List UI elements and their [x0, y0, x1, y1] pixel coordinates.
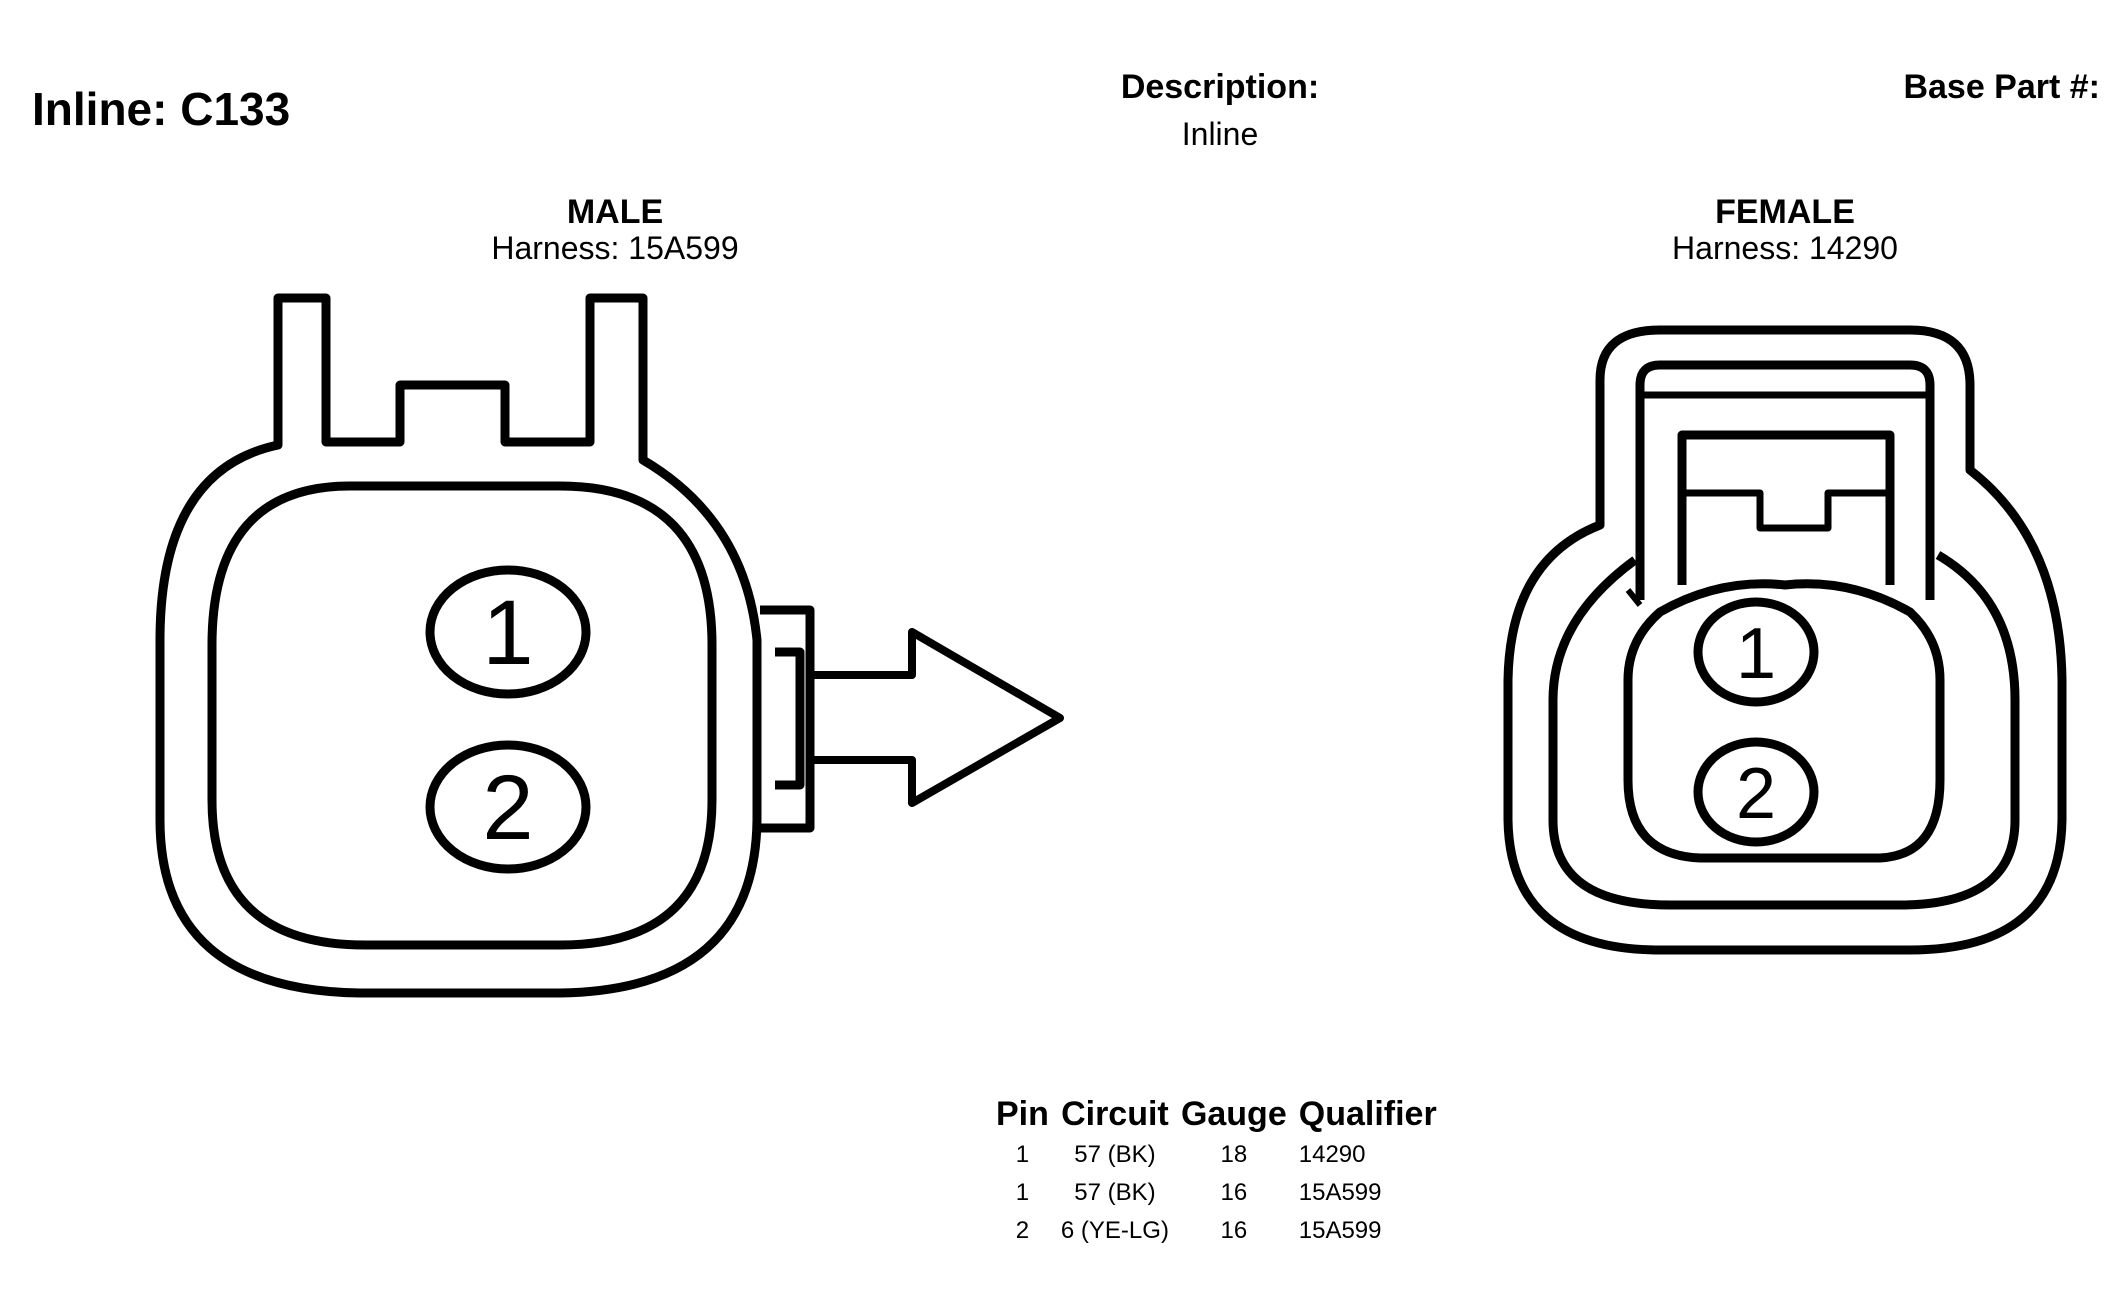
female-title: FEMALE	[1715, 193, 1855, 231]
cell-circuit: 57 (BK)	[1074, 1179, 1156, 1206]
female-pin-1-circle	[1693, 597, 1819, 707]
male-pin-2-label: 2	[482, 757, 533, 859]
female-latch-tab	[1677, 430, 1895, 585]
cell-qualifier: 14290	[1298, 1141, 1366, 1168]
cell-pin: 2	[1015, 1217, 1030, 1244]
cell-qualifier: 15A599	[1298, 1217, 1382, 1244]
female-inner-shell	[1548, 551, 2020, 910]
col-header-circuit: Circuit	[1061, 1094, 1169, 1133]
male-latch	[760, 605, 815, 833]
connector-title: Inline: C133	[32, 83, 291, 135]
base-part-label: Base Part #:	[1903, 68, 2100, 106]
male-title: MALE	[566, 193, 664, 231]
female-outer-shell	[1503, 325, 2067, 955]
table-row: 1 57 (BK) 16 15A599	[990, 1174, 1443, 1212]
cell-circuit: 6 (YE-LG)	[1060, 1217, 1169, 1244]
male-pin-2-circle	[425, 740, 591, 874]
pin-table: Pin Circuit Gauge Qualifier 1 57 (BK) 18…	[990, 1092, 1443, 1250]
cell-gauge: 16	[1220, 1217, 1248, 1244]
female-latch-frame	[1635, 360, 1935, 600]
female-pin-2-circle	[1693, 737, 1819, 847]
female-pin-1-label: 1	[1736, 614, 1776, 694]
pin-table-header-row: Pin Circuit Gauge Qualifier	[990, 1092, 1443, 1136]
male-pin-1-circle	[425, 565, 591, 699]
female-latch-notch	[1682, 489, 1890, 532]
cell-circuit: 57 (BK)	[1074, 1141, 1156, 1168]
cell-gauge: 16	[1220, 1179, 1248, 1206]
col-header-qualifier: Qualifier	[1298, 1094, 1437, 1133]
female-pin-2-label: 2	[1736, 754, 1776, 834]
cell-qualifier: 15A599	[1298, 1179, 1382, 1206]
cell-pin: 1	[1015, 1141, 1030, 1168]
male-outer-body	[155, 293, 762, 998]
male-pin-1-label: 1	[482, 582, 533, 684]
male-harness: Harness: 15A599	[491, 230, 739, 266]
table-row: 1 57 (BK) 18 14290	[990, 1136, 1443, 1174]
col-header-pin: Pin	[996, 1094, 1049, 1133]
female-harness: Harness: 14290	[1672, 230, 1898, 266]
col-header-gauge: Gauge	[1180, 1094, 1287, 1133]
direction-arrow	[810, 628, 1064, 807]
male-inner-body	[207, 481, 717, 950]
female-hook	[1625, 588, 1643, 607]
male-latch-inner	[775, 647, 805, 790]
female-insert	[1623, 579, 1945, 863]
table-row: 2 6 (YE-LG) 16 15A599	[990, 1212, 1443, 1250]
description-value: Inline	[1181, 116, 1259, 152]
cell-pin: 1	[1015, 1179, 1030, 1206]
cell-gauge: 18	[1220, 1141, 1248, 1168]
description-label: Description:	[1120, 68, 1320, 106]
